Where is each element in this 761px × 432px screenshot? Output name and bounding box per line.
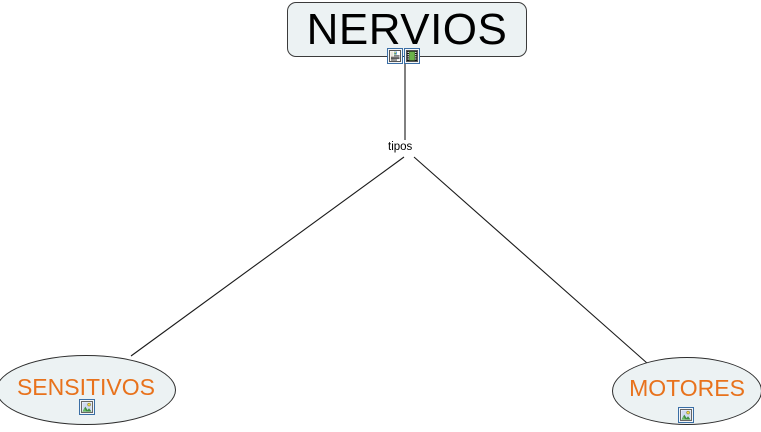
linking-phrase-tipos[interactable]: tipos xyxy=(386,141,415,153)
resource-icon-group-nervios[interactable] xyxy=(387,48,420,64)
concept-node-sensitivos-label: SENSITIVOS xyxy=(16,373,156,400)
concept-node-nervios[interactable]: NERVIOS xyxy=(287,2,527,57)
concept-node-sensitivos[interactable]: SENSITIVOS xyxy=(0,355,176,425)
note-resource-icon[interactable] xyxy=(387,48,403,64)
image-resource-icon[interactable] xyxy=(678,407,694,423)
video-resource-icon[interactable] xyxy=(404,48,420,64)
resource-icon-group-motores[interactable] xyxy=(678,407,694,423)
resource-icon-group-sensitivos[interactable] xyxy=(79,399,95,415)
image-resource-icon[interactable] xyxy=(79,399,95,415)
edge-tipos-to-motores xyxy=(413,156,657,372)
concept-node-motores-label: MOTORES xyxy=(629,374,745,401)
edge-tipos-to-sensitivos xyxy=(130,156,405,357)
concept-node-nervios-label: NERVIOS xyxy=(306,4,508,54)
